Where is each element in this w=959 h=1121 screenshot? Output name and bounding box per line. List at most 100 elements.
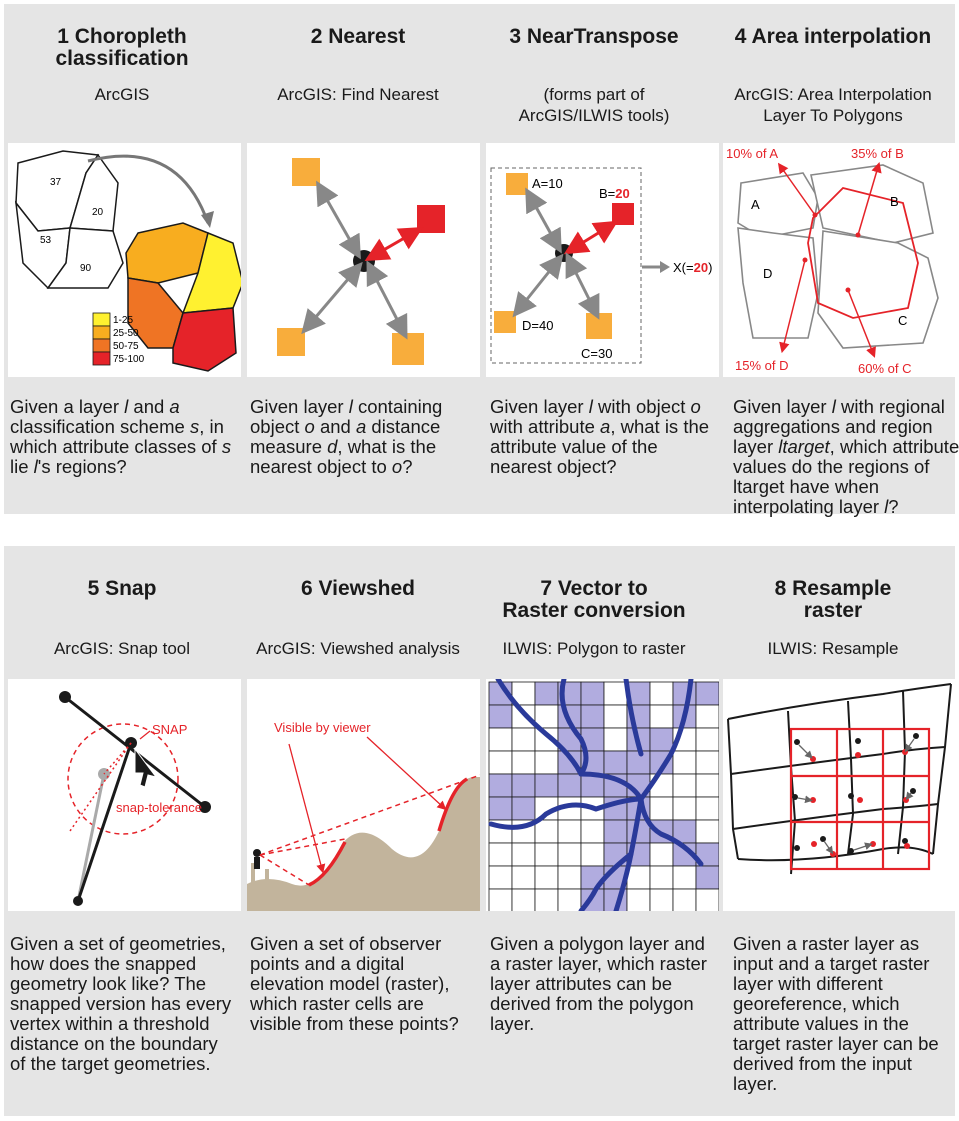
sight-line-bottom [259,854,310,886]
arrow-b [857,161,882,236]
desc-variable: ltarget [778,436,830,457]
region-d [737,227,819,339]
colored-region-75-100 [172,307,237,372]
raster-cell [534,681,559,706]
raster-cell [649,796,674,821]
target-raster [789,727,931,871]
visible-segment-2 [437,777,468,832]
object-top-left [292,158,320,186]
raster-cell [603,727,628,752]
raster-cell [580,704,605,729]
sight-line-top [259,774,480,856]
neartranspose-illustration: A=10 B=20 D=40 C=30 X(=20) [486,143,719,377]
desc-variable: d [327,436,338,457]
raster-cell [534,750,559,775]
point-new-9 [870,841,876,847]
label-b-key: B= [599,186,615,201]
title: 6 Viewshed [300,577,415,600]
raster-cell [672,796,697,821]
label-d: D=40 [522,318,553,333]
viewer-head [253,849,261,857]
region-90 [46,227,124,289]
title-line1: 1 Choropleth [57,25,187,48]
title-line2: Raster conversion [502,599,686,622]
area-interpolation-illustration: A B D C 10% of A 35% of B 15% of D 60% o… [723,143,956,377]
snap-move [103,742,132,775]
desc-variable: l [33,456,38,477]
snap-illustration: SNAP snap-tolerance [8,679,241,911]
source-row-1 [727,683,952,720]
point-old-5 [848,793,854,799]
raster-cell [649,704,674,729]
raster-cell [649,842,674,867]
desc-text: with object [592,396,691,417]
target-boundary [789,727,931,871]
source-col-5 [932,683,952,855]
raster-cell [534,842,559,867]
move-arrow-8 [823,840,834,855]
cell-nearest: 2 Nearest ArcGIS: Find Nearest [240,4,476,514]
desc-variable: o [391,456,403,477]
move-arrow-6 [905,791,914,801]
raster-cell [557,865,582,890]
raster-cell [488,773,513,798]
label-tolerance: snap-tolerance [116,800,202,815]
desc-variable: a [169,396,180,417]
desc-text: Given a layer [10,396,125,417]
desc-text: , what is the nearest object to [250,436,437,477]
desc-text: , what is the attribute value of the nea… [490,416,710,477]
desc-area-interpolation: Given layer l with regional aggregations… [733,397,959,517]
arrow-c [565,252,600,320]
desc-variable: a [600,416,611,437]
label-60-of-c: 60% of C [858,361,911,376]
arrow-d [779,259,806,354]
desc-variable: o [690,396,701,417]
river-branch-3 [623,679,644,757]
river-main [578,771,644,911]
region-a [737,172,819,239]
source-col-4 [897,690,907,855]
label-20: 20 [92,207,104,218]
terrain [247,776,480,911]
tool-label: ArcGIS: Viewshed analysis [256,639,460,658]
raster-cell [511,796,536,821]
river-branch-2 [559,679,589,777]
title-line2: classification [55,47,189,70]
point-old-2 [855,738,861,744]
arrow-nearest [364,226,424,262]
arrow-a [525,187,562,254]
raster-cell [557,842,582,867]
label-10-of-a: 10% of A [726,146,778,161]
target-region [807,187,919,319]
label-15-of-d: 15% of D [735,358,788,373]
point-old-9 [848,848,854,854]
label-37: 37 [50,177,62,188]
choropleth-illustration: 37 20 53 90 1-25 25-50 50-75 75-100 [8,143,241,377]
legend-swatch-3 [92,338,111,353]
raster-cell [511,865,536,890]
target-vertex-2 [199,801,211,813]
source-row-2 [730,746,946,775]
arrow-c [847,289,876,358]
label-a: A=10 [532,176,563,191]
raster-cell [534,773,559,798]
nearest-illustration [247,143,480,377]
label-x-key: X(= [673,260,694,275]
legend-swatch-4 [92,351,111,366]
object-bottom-right [392,333,424,365]
label-x-value: 20 [694,260,708,275]
point-new-7 [811,841,817,847]
object-a [506,173,528,195]
legend-label-2: 25-50 [113,328,139,339]
tool-label: ILWIS: Resample [767,639,899,658]
raster-cell [511,750,536,775]
snap-leader [139,730,151,740]
object-o [353,250,375,272]
point-new-3 [902,749,908,755]
label-c: C=30 [581,346,612,361]
river-branch-6 [638,796,704,867]
desc-viewshed: Given a set of observer points and a dig… [250,934,478,1034]
